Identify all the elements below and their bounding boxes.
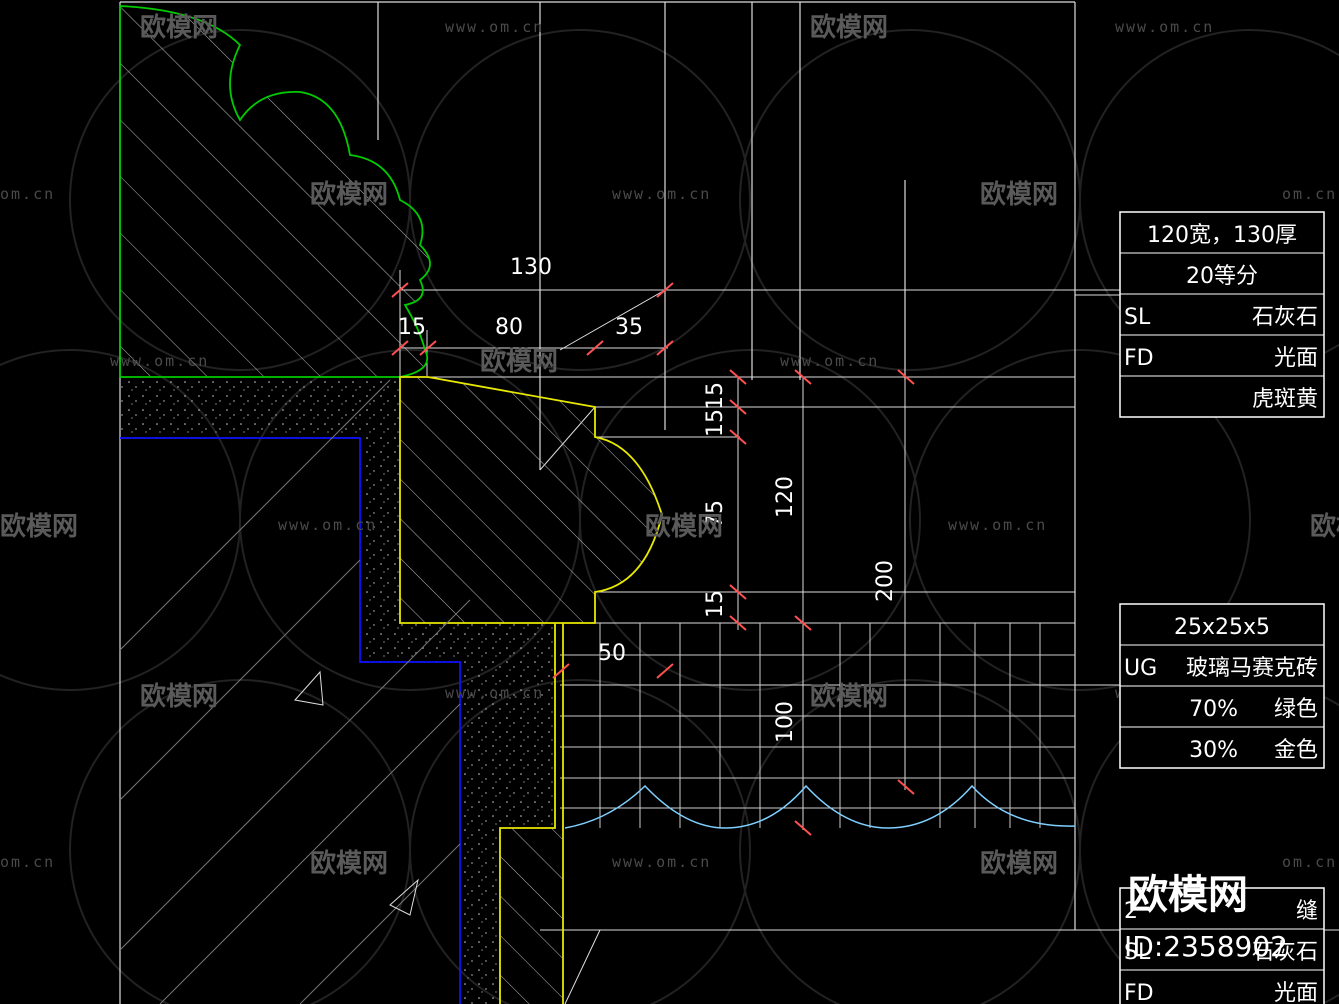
svg-text:www.om.cn: www.om.cn [445, 18, 544, 36]
table1-row3-code: FD [1124, 346, 1154, 371]
svg-text:om.cn: om.cn [1282, 185, 1337, 203]
table1-row2-value: 石灰石 [1252, 305, 1318, 330]
svg-text:欧模网: 欧模网 [1310, 511, 1339, 542]
yellow-profile [399, 376, 663, 624]
svg-text:www.om.cn: www.om.cn [612, 185, 711, 203]
triangle-marks [294, 670, 419, 916]
left-hatch [119, 379, 471, 1004]
table2-row2-code: 70% [1189, 697, 1238, 722]
svg-text:欧模网: 欧模网 [140, 681, 218, 712]
dim-50: 50 [598, 641, 626, 666]
dim-15-d: 15 [703, 590, 728, 618]
dim-35: 35 [615, 315, 643, 340]
dim-130: 130 [510, 255, 552, 280]
table3-row1-code: SL [1124, 940, 1151, 965]
svg-text:www.om.cn: www.om.cn [1115, 18, 1214, 36]
dim-15-b: 15 [703, 382, 728, 410]
svg-text:om.cn: om.cn [1282, 853, 1337, 871]
table3-row2-code: FD [1124, 981, 1154, 1004]
table2-row0: 25x25x5 [1174, 615, 1270, 640]
dim-75: 75 [703, 500, 728, 528]
watermark-texts: 欧模网 欧模网 欧模网 欧模网 欧模网 欧模网 欧模网 欧模网 欧模网 欧模网 … [0, 12, 1339, 879]
table1-row1: 20等分 [1186, 264, 1258, 289]
svg-text:欧模网: 欧模网 [810, 12, 888, 43]
blue-outline [120, 437, 461, 1004]
svg-text:欧模网: 欧模网 [645, 511, 723, 542]
svg-text:欧模网: 欧模网 [810, 681, 888, 712]
svg-text:欧模网: 欧模网 [980, 179, 1058, 210]
material-table-bottom: 2 缝 SL 石灰石 FD 光面 [1119, 887, 1325, 1004]
table1-row3-value: 光面 [1274, 346, 1318, 371]
green-profile [119, 5, 431, 378]
table2-row2-value: 绿色 [1274, 697, 1318, 722]
table3-row0-value: 缝 [1296, 899, 1318, 924]
mosaic-grid [560, 623, 1075, 828]
dim-15-c: 15 [703, 409, 728, 437]
table1-row4-value: 虎斑黄 [1252, 387, 1318, 412]
watermark-id: ID:2358902 [1124, 930, 1288, 963]
svg-text:欧模网: 欧模网 [310, 179, 388, 210]
material-table-mosaic: 25x25x5 UG 玻璃马赛克砖 70% 绿色 30% 金色 [1119, 603, 1325, 769]
dim-100: 100 [773, 701, 798, 743]
svg-text:www.om.cn: www.om.cn [948, 516, 1047, 534]
svg-text:欧模网: 欧模网 [980, 848, 1058, 879]
table1-row0: 120宽，130厚 [1147, 223, 1297, 248]
svg-text:www.om.cn: www.om.cn [110, 352, 209, 370]
mortar-bed [120, 377, 555, 1004]
yellow-base-fill [500, 828, 563, 1004]
wave-line [564, 784, 1076, 829]
table3-row1-value: 石灰石 [1252, 940, 1318, 965]
svg-text:www.om.cn: www.om.cn [278, 516, 377, 534]
dim-80: 80 [495, 315, 523, 340]
svg-text:www.om.cn: www.om.cn [445, 684, 544, 702]
svg-text:om.cn: om.cn [0, 185, 55, 203]
dim-15-a: 15 [398, 315, 426, 340]
tick-marks [391, 282, 915, 836]
table2-row1-value: 玻璃马赛克砖 [1186, 656, 1318, 681]
material-table-stone: 120宽，130厚 20等分 SL 石灰石 FD 光面 虎斑黄 [1119, 211, 1325, 418]
svg-text:欧模网: 欧模网 [310, 848, 388, 879]
table2-row1-code: UG [1124, 656, 1157, 681]
table2-row3-value: 金色 [1274, 738, 1318, 763]
svg-text:欧模网: 欧模网 [0, 511, 78, 542]
svg-text:欧模网: 欧模网 [480, 346, 558, 377]
svg-text:www.om.cn: www.om.cn [612, 853, 711, 871]
table2-row3-code: 30% [1189, 738, 1238, 763]
watermark-logo: 欧模网 [1128, 872, 1248, 918]
dim-200: 200 [873, 560, 898, 602]
svg-text:www.om.cn: www.om.cn [780, 352, 879, 370]
svg-text:欧模网: 欧模网 [140, 12, 218, 43]
table3-row0-code: 2 [1124, 899, 1138, 924]
table3-row2-value: 光面 [1274, 981, 1318, 1004]
svg-text:om.cn: om.cn [0, 853, 55, 871]
table1-row2-code: SL [1124, 305, 1151, 330]
dim-120: 120 [773, 476, 798, 518]
